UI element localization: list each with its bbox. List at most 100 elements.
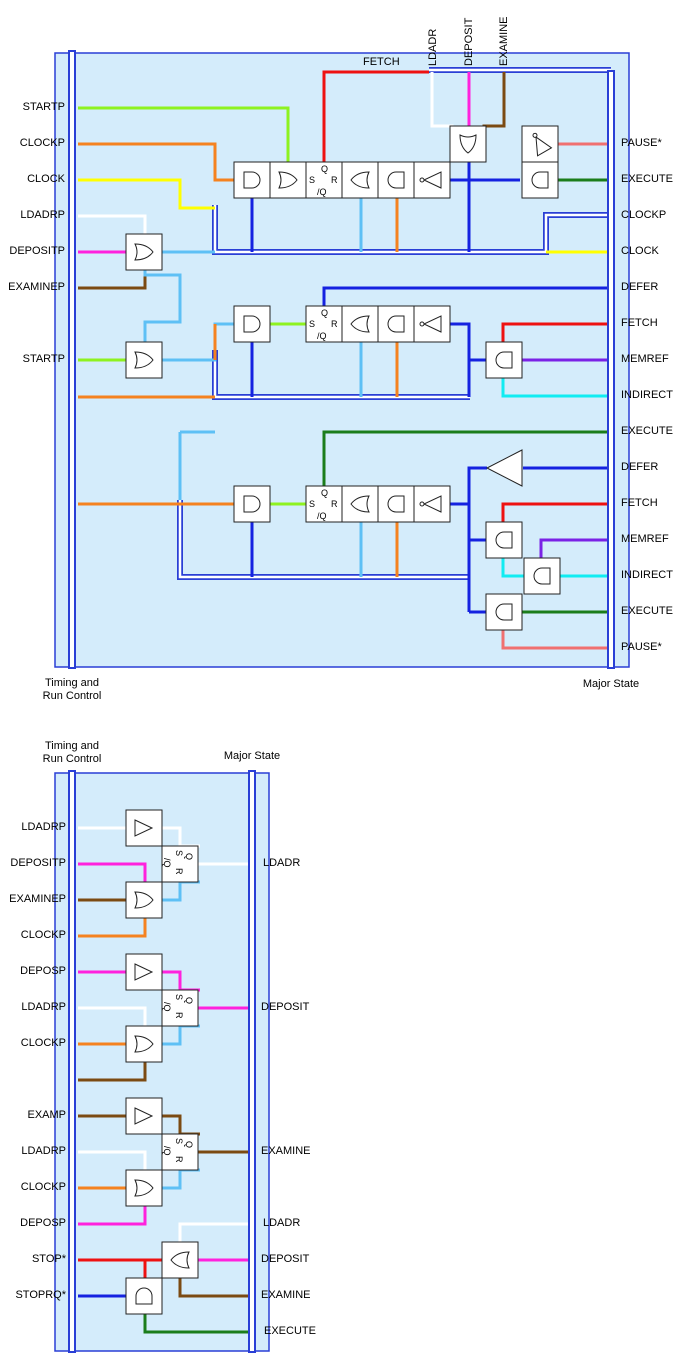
left-label-top-4: DEPOSITP xyxy=(9,245,65,257)
wire-indirect-2 xyxy=(501,378,611,398)
or-gate-b2 xyxy=(125,1025,163,1063)
wire-link-12 xyxy=(143,262,182,345)
right-label-bottom-5: EXAMINE xyxy=(261,1289,311,1301)
top-label-ldadr: LDADR xyxy=(427,28,439,66)
wire-b-depositp-1 xyxy=(78,862,147,885)
and-gate-r2b xyxy=(377,305,415,343)
right-label-top-0: PAUSE* xyxy=(621,137,662,149)
buffer-b1 xyxy=(125,809,163,847)
right-label-bottom-1: DEPOSIT xyxy=(261,1001,310,1013)
left-label-top-5: EXAMINEP xyxy=(8,281,65,293)
right-bus-top xyxy=(607,70,615,669)
right-bus-bottom xyxy=(248,770,256,1353)
or-gate-r1b xyxy=(341,161,379,199)
right-label-top-4: DEFER xyxy=(621,281,659,293)
ff-pin-s: S xyxy=(309,319,315,329)
wire-fetch-top xyxy=(322,70,429,165)
ff-pin-r: R xyxy=(331,499,338,509)
right-label-top-11: MEMREF xyxy=(621,533,669,545)
left-label-bottom-6: CLOCKP xyxy=(20,1037,66,1049)
ff-pin-r: R xyxy=(331,319,338,329)
and-gate-indirect-3 xyxy=(523,557,561,595)
ff-pin-nq: /Q xyxy=(317,331,327,341)
or-gate-top xyxy=(449,125,487,163)
left-label-bottom-7: EXAMP xyxy=(27,1109,66,1121)
wire-defer-tap-3 xyxy=(467,466,487,504)
caption-major-state-bottom: Major State xyxy=(223,750,281,762)
or-gate-left-1 xyxy=(125,233,163,271)
left-label-top-2: CLOCK xyxy=(27,173,65,185)
buffer-pause xyxy=(521,125,559,163)
wire-q-feed-2 xyxy=(450,322,471,397)
right-label-top-13: EXECUTE xyxy=(621,605,673,617)
or-gate-b3 xyxy=(125,1169,163,1207)
right-label-bottom-0: LDADR xyxy=(263,857,301,869)
or-gate-r3 xyxy=(341,485,379,523)
or-gate-b1 xyxy=(125,881,163,919)
left-label-top-3: LDADRP xyxy=(20,209,65,221)
clock-bus-3-core xyxy=(178,500,470,579)
wire-b-deposp-3 xyxy=(78,1206,147,1226)
left-bus-top xyxy=(68,50,76,669)
caption-timing-run-control-top: Timing and Run Control xyxy=(42,677,102,702)
left-label-bottom-12: STOPRQ* xyxy=(15,1289,66,1301)
and-gate-execute xyxy=(521,161,559,199)
wire-b-ldadrp-2 xyxy=(78,1006,147,1030)
left-label-bottom-11: STOP* xyxy=(31,1253,66,1265)
left-label-bottom-10: DEPOSP xyxy=(20,1217,66,1229)
right-label-top-2: CLOCKP xyxy=(621,209,667,221)
wire-defer-2 xyxy=(322,286,611,306)
ff-pin-s: S xyxy=(174,994,184,1000)
right-label-top-8: EXECUTE xyxy=(621,425,673,437)
and-gate-r2 xyxy=(233,305,271,343)
wire-clockp-1 xyxy=(78,142,240,182)
inverter-r3 xyxy=(413,485,451,523)
wire-b-ldadr-4 xyxy=(178,1222,248,1242)
wire-indirect-3a xyxy=(501,558,525,578)
ff-pin-q: Q xyxy=(184,853,194,860)
caption-major-state-top: Major State xyxy=(582,678,640,690)
wires-layer xyxy=(78,67,611,1334)
right-label-bottom-4: DEPOSIT xyxy=(261,1253,310,1265)
wire-b-examp-2 xyxy=(78,1062,147,1082)
left-label-bottom-4: DEPOSP xyxy=(20,965,66,977)
right-label-bottom-2: EXAMINE xyxy=(261,1145,311,1157)
left-label-top-6: STARTP xyxy=(22,353,65,365)
and-gate-r1b xyxy=(377,161,415,199)
left-label-bottom-2: EXAMINEP xyxy=(9,893,66,905)
ff-pin-q: Q xyxy=(321,164,328,174)
inverter-r1 xyxy=(413,161,451,199)
wire-ldadrp-1 xyxy=(78,214,147,240)
ff-pin-r: R xyxy=(174,868,184,875)
inverter-r2 xyxy=(413,305,451,343)
or-gate-b4 xyxy=(161,1241,199,1279)
right-label-top-3: CLOCK xyxy=(621,245,659,257)
or-gate-r2 xyxy=(341,305,379,343)
ff-pin-nq: /Q xyxy=(162,858,172,868)
wire-execute-3 xyxy=(322,430,611,486)
ff-pin-r: R xyxy=(174,1156,184,1163)
or-gate-left-2 xyxy=(125,341,163,379)
right-label-bottom-3: LDADR xyxy=(263,1217,301,1229)
right-label-top-12: INDIRECT xyxy=(621,569,673,581)
caption-timing-run-control-bottom: Timing and Run Control xyxy=(42,740,102,765)
flipflop-b2: QSR/Q xyxy=(161,989,199,1027)
buffer-b3 xyxy=(125,1097,163,1135)
wire-clock-1 xyxy=(78,178,215,210)
right-label-top-9: DEFER xyxy=(621,461,659,473)
left-label-top-1: CLOCKP xyxy=(19,137,65,149)
and-gate-execute-3 xyxy=(485,593,523,631)
left-label-bottom-3: CLOCKP xyxy=(20,929,66,941)
ff-pin-r: R xyxy=(174,1012,184,1019)
ff-pin-s: S xyxy=(174,1138,184,1144)
left-bus-bottom xyxy=(68,770,76,1353)
ff-pin-s: S xyxy=(309,175,315,185)
wire-fetch-3 xyxy=(501,502,611,522)
ff-pin-q: Q xyxy=(184,1141,194,1148)
